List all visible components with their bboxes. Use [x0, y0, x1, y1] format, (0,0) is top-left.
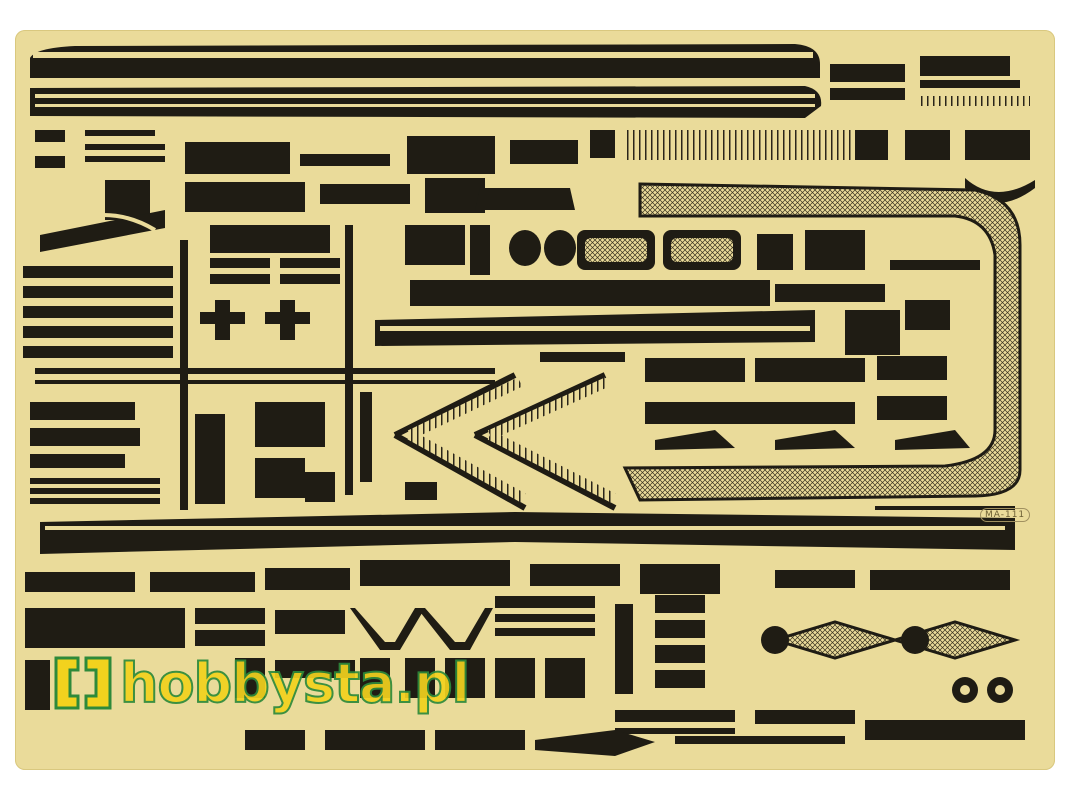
photo-etched-brass-fret: MA-111 — [15, 30, 1055, 770]
inner-loop-parts — [645, 356, 970, 450]
bottom-parts — [25, 560, 1025, 756]
lower-hull-strip — [40, 506, 1015, 554]
mesh-walkway-loop — [622, 182, 1022, 502]
left-bars-and-frames — [23, 225, 495, 510]
logo-mark-icon — [54, 656, 112, 710]
chevron-girders — [393, 372, 617, 511]
hobbysta-watermark: hobbysta.pl — [50, 648, 471, 718]
part-number-label: MA-111 — [980, 508, 1031, 522]
top-right-parts — [830, 56, 1035, 203]
watermark-text: hobbysta.pl — [119, 651, 471, 716]
crane-boom-parts — [761, 620, 1021, 703]
upper-left-parts — [35, 130, 855, 252]
hobbysta-logo-icon — [50, 650, 116, 716]
top-railing-strips — [30, 44, 822, 118]
etched-parts-drawing — [23, 44, 1035, 756]
middle-parts — [210, 225, 980, 362]
